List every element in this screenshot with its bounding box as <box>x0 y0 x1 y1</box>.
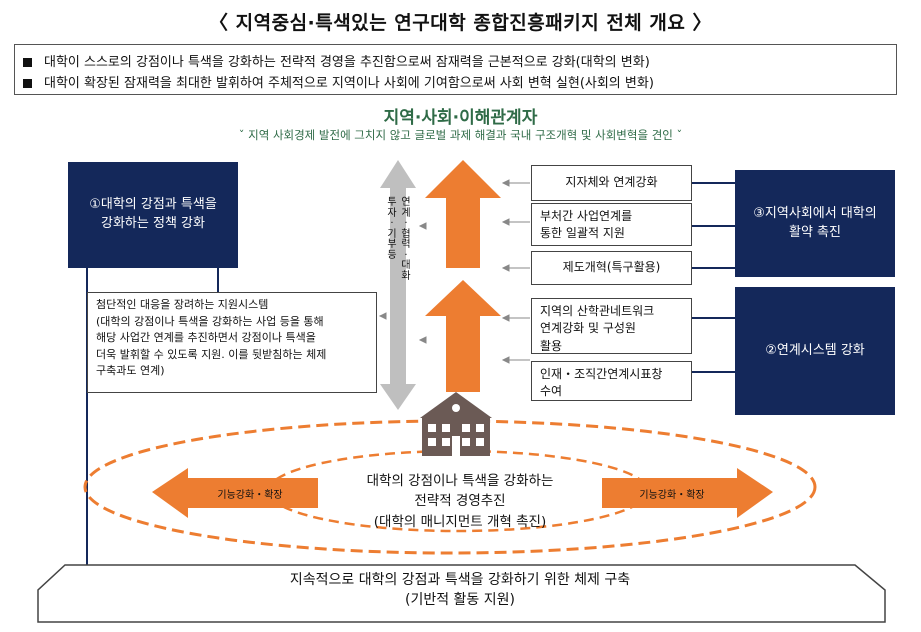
left-arrow-label: 기능강화・확장 <box>217 490 283 501</box>
right-box-4-line2: 연계강화 및 구성원 <box>540 321 636 336</box>
goal-text-2: 대학이 확장된 잠재력을 최대한 발휘하여 주체적으로 지역이나 사회에 기여함… <box>44 76 654 91</box>
support-system-box: 첨단적인 대응을 장려하는 지원시스템 (대학의 강점이나 특색을 강화하는 사… <box>87 292 377 393</box>
support-line-3: 해당 사업간 연계를 추진하면서 강점이나 특색을 <box>96 331 316 344</box>
support-line-4: 더욱 발휘할 수 있도록 지원. 이를 뒷받침하는 체제 <box>96 347 327 361</box>
right-box-3: 제도개혁(특구활용) <box>531 251 692 285</box>
right-arrow-label: 기능강화・확장 <box>639 490 705 501</box>
right-box-1-text: 지자체와 연계강화 <box>565 175 658 190</box>
orange-up-arrow-lower <box>425 280 501 392</box>
base-platform-shape <box>37 564 886 623</box>
goal-text-1: 대학이 스스로의 강점이나 특색을 강화하는 전략적 경영을 추진함으로써 잠재… <box>44 55 650 70</box>
right-box-2: 부처간 사업연계를 통한 일괄적 지원 <box>531 203 692 246</box>
link-system-box: ②연계시스템 강화 <box>735 287 895 415</box>
vertical-label-cooperation: 연계·협력·대화 <box>401 197 411 282</box>
vertical-label-investment: 투자·기부등 <box>387 197 397 261</box>
orange-up-arrow-upper <box>425 160 501 268</box>
right-box-4-line3: 활용 <box>540 338 563 353</box>
university-building-icon <box>420 392 492 456</box>
region-box-line2: 활약 촉진 <box>789 224 841 240</box>
support-line-5: 구축과도 연계) <box>96 364 165 377</box>
center-strategy-text: 대학의 강점이나 특색을 강화하는 전략적 경영추진 (대학의 매니지먼트 개혁… <box>300 471 620 532</box>
base-platform-text: 지속적으로 대학의 강점과 특색을 강화하기 위한 체제 구축 (기반적 활동 … <box>250 570 670 611</box>
right-box-3-text: 제도개혁(특구활용) <box>562 260 661 275</box>
base-line-2: (기반적 활동 지원) <box>405 592 515 609</box>
investment-double-arrow <box>380 160 416 410</box>
support-line-2: (대학의 강점이나 특색을 강화하는 사업 등을 통해 <box>96 314 324 328</box>
center-line-1: 대학의 강점이나 특색을 강화하는 <box>366 473 554 489</box>
right-box-4-line1: 지역의 산학관네트워크 <box>540 304 655 318</box>
center-line-2: 전략적 경영추진 <box>414 493 506 510</box>
goal-item-2: 대학이 확장된 잠재력을 최대한 발휘하여 주체적으로 지역이나 사회에 기여함… <box>23 72 654 91</box>
policy-box-line1: ①대학의 강점과 특색을 <box>89 197 217 213</box>
center-line-3: (대학의 매니지먼트 개혁 촉진) <box>373 513 547 530</box>
orange-left-arrow <box>152 468 318 518</box>
bullet-square-icon <box>23 58 32 67</box>
right-box-5-line1: 인재・조직간연계시표창 <box>540 367 663 381</box>
link-system-label: ②연계시스템 강화 <box>765 342 865 358</box>
policy-box-line2: 강화하는 정책 강화 <box>101 216 205 231</box>
policy-box: ①대학의 강점과 특색을 강화하는 정책 강화 <box>68 162 238 268</box>
right-box-2-line1: 부처간 사업연계를 <box>540 209 633 223</box>
page-title: 〈 지역중심·특색있는 연구대학 종합진흥패키지 전체 개요 〉 <box>209 12 712 34</box>
base-line-1: 지속적으로 대학의 강점과 특색을 강화하기 위한 체제 구축 <box>289 572 631 588</box>
stakeholders-title: 지역·사회·이해관계자 <box>383 108 538 128</box>
orange-right-arrow <box>602 468 773 518</box>
region-box: ③지역사회에서 대학의 활약 촉진 <box>735 170 895 277</box>
right-box-4: 지역의 산학관네트워크 연계강화 및 구성원 활용 <box>531 298 692 354</box>
right-box-5: 인재・조직간연계시표창 수여 <box>531 361 692 401</box>
goals-box: 대학이 스스로의 강점이나 특색을 강화하는 전략적 경영을 추진함으로써 잠재… <box>14 44 897 95</box>
right-box-5-line2: 수여 <box>540 384 563 399</box>
goal-item-1: 대학이 스스로의 강점이나 특색을 강화하는 전략적 경영을 추진함으로써 잠재… <box>23 51 650 70</box>
stakeholders-subtitle: ˇ 지역 사회경제 발전에 그치지 않고 글로벌 과제 해결과 국내 구조개혁 … <box>238 128 683 142</box>
bullet-square-icon <box>23 79 32 88</box>
region-box-line1: ③지역사회에서 대학의 <box>753 205 877 221</box>
right-box-2-line2: 통한 일괄적 지원 <box>540 226 625 241</box>
right-box-1: 지자체와 연계강화 <box>531 165 692 201</box>
support-line-1: 첨단적인 대응을 장려하는 지원시스템 <box>96 298 269 311</box>
